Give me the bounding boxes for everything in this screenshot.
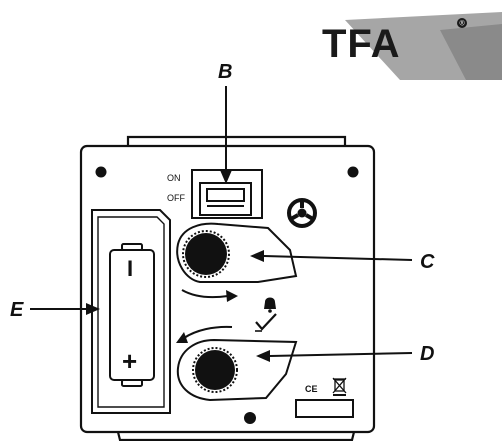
rotation-arrow-left-head [176,332,188,343]
battery-minus-symbol: I [127,256,133,281]
callout-d-arrowhead [256,350,270,362]
knob-c-recess [176,222,298,283]
callout-c-arrowhead [250,250,264,262]
logo-grey-accent [440,24,502,80]
switch-on-label: ON [167,173,181,183]
ce-mark-icon: CE [305,384,318,394]
device-body [79,135,376,442]
type-label-plate [295,399,354,418]
logo-brand-text: TFA [322,22,401,66]
bottom-foot [116,431,356,442]
switch-knob[interactable] [206,188,245,202]
housing-outline [79,144,376,434]
on-off-switch[interactable] [191,169,263,219]
recycle-icon [287,198,317,228]
callout-c-letter: C [420,251,435,273]
knob-d-knurl [192,347,238,393]
callout-c-line [263,255,413,261]
compartment-inner [97,216,165,408]
knob-c-knurl [182,230,230,278]
rotation-arrow-left [183,325,233,339]
screw-top-right [347,166,359,178]
battery-terminal-bottom [121,379,143,387]
alarm-knob-c[interactable] [176,222,298,283]
registered-mark: ® [460,20,466,28]
battery-compartment [91,209,171,414]
callout-e-arrowhead [86,303,100,315]
callout-d-line [269,352,413,357]
hanging-hole [244,412,256,424]
knob-d-recess [176,338,298,402]
rotation-arrow-right [181,289,229,299]
rotation-arrow-right-head [226,290,238,302]
callout-d-letter: D [420,343,434,365]
compartment-lid [91,209,171,414]
registered-mark-circle [457,18,467,28]
time-knob-d[interactable] [176,338,298,402]
screw-top-left [95,166,107,178]
switch-slot [199,182,252,216]
knob-d-wheel[interactable] [195,350,235,390]
battery-terminal-top [121,243,143,251]
callout-b-letter: B [218,61,232,83]
knob-c-wheel[interactable] [185,233,227,275]
callout-e-letter: E [10,299,24,321]
crossed-bin-icon [332,377,347,396]
tfa-logo: TFA ® [322,12,502,80]
battery-plus-symbol: + [122,346,137,376]
callout-b-arrowhead [220,170,232,184]
switch-off-label: OFF [167,193,185,203]
bell-icon [264,297,276,313]
top-ridge [126,135,347,146]
switch-housing [191,169,263,219]
check-icon [255,313,277,331]
